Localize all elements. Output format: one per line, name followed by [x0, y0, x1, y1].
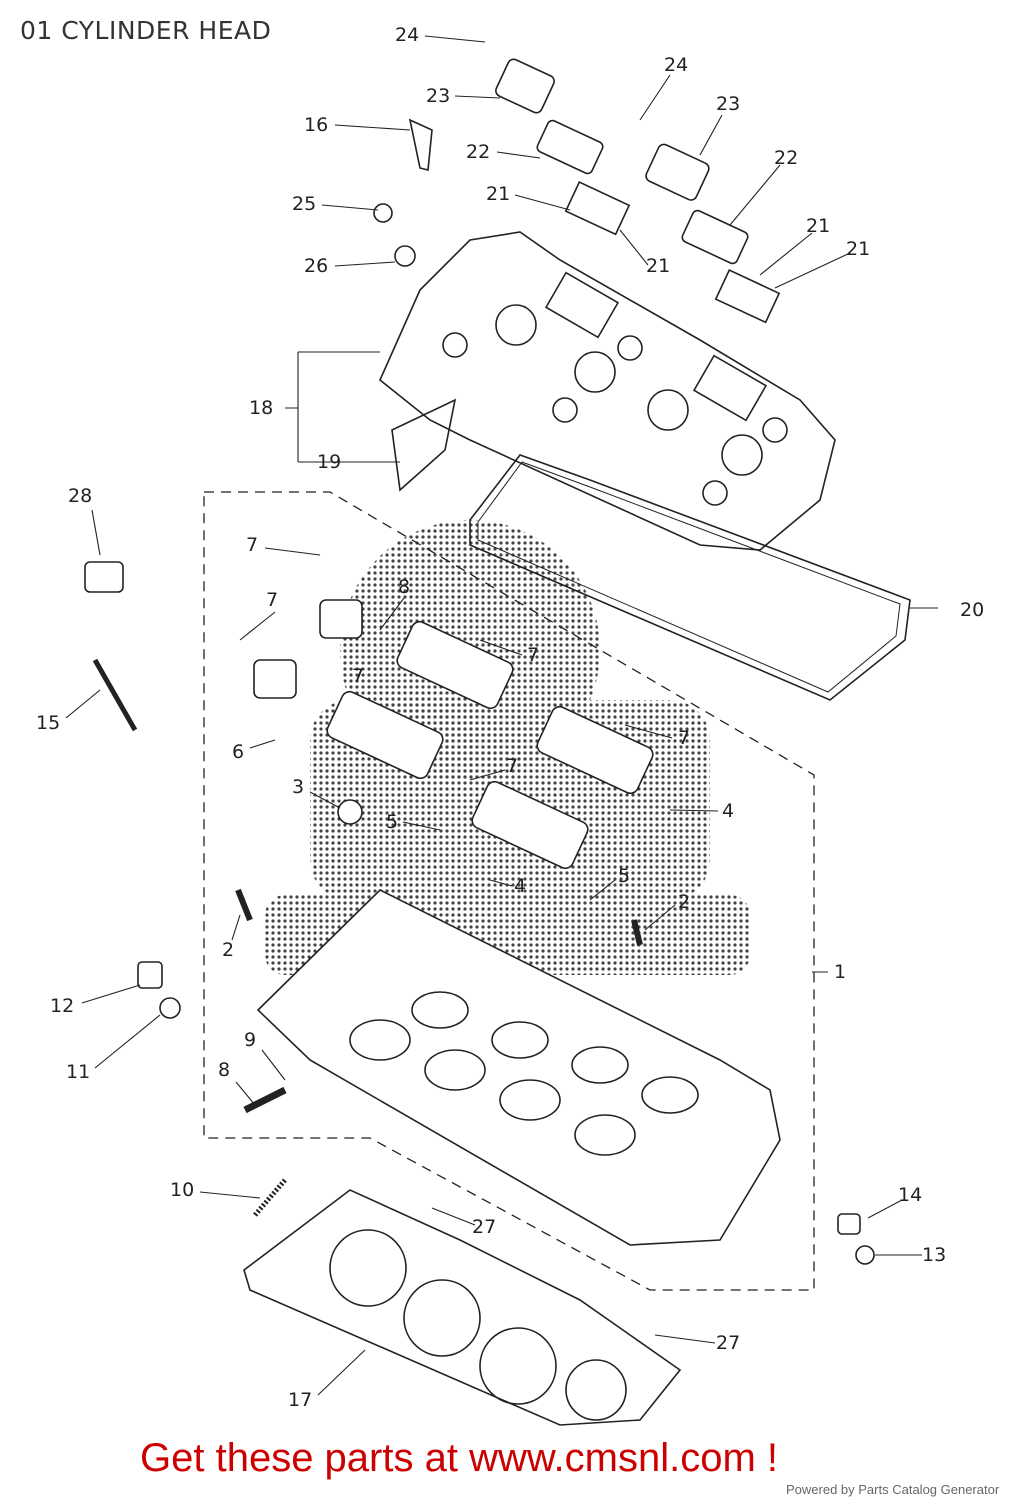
- valve-cover-gasket-inner: [477, 461, 901, 693]
- callout-8: 8: [398, 576, 411, 598]
- callout-24: 24: [395, 24, 420, 46]
- callout-11: 11: [66, 1061, 91, 1083]
- callout-5: 5: [386, 811, 399, 833]
- callout-26: 26: [304, 255, 329, 277]
- callout-4: 4: [514, 875, 527, 897]
- callout-13: 13: [922, 1244, 947, 1266]
- callout-12: 12: [50, 995, 75, 1017]
- valve-cover-gasket: [469, 454, 911, 701]
- callout-7: 7: [266, 589, 279, 611]
- cmsnl-link[interactable]: Get these parts at www.cmsnl.com !: [140, 1436, 778, 1480]
- callout-21: 21: [806, 215, 831, 237]
- callout-27: 27: [716, 1332, 741, 1354]
- callout-7: 7: [527, 644, 540, 666]
- powered-by-text: Powered by Parts Catalog Generator: [786, 1482, 1000, 1497]
- callout-7: 7: [506, 755, 519, 777]
- callout-21: 21: [486, 183, 511, 205]
- callout-7: 7: [678, 727, 691, 749]
- head-gasket: [243, 1189, 682, 1426]
- callout-25: 25: [292, 193, 317, 215]
- callout-2: 2: [222, 939, 235, 961]
- callout-10: 10: [170, 1179, 195, 1201]
- misc-parts: [84, 561, 875, 1265]
- callout-22: 22: [466, 141, 491, 163]
- callout-28: 28: [68, 485, 93, 507]
- callout-1: 1: [834, 961, 847, 983]
- callout-14: 14: [898, 1184, 923, 1206]
- callout-21: 21: [646, 255, 671, 277]
- callout-18: 18: [249, 397, 274, 419]
- callout-2: 2: [678, 891, 691, 913]
- callout-7: 7: [246, 534, 259, 556]
- camshaft-caps: [253, 599, 654, 870]
- callout-23: 23: [716, 93, 741, 115]
- callout-7: 7: [352, 665, 365, 687]
- callout-6: 6: [232, 741, 245, 763]
- cylinder-head: [256, 889, 781, 1246]
- callout-16: 16: [304, 114, 329, 136]
- callout-20: 20: [960, 599, 985, 621]
- callout-5: 5: [618, 865, 631, 887]
- callout-19: 19: [317, 451, 342, 473]
- callout-27: 27: [472, 1216, 497, 1238]
- valve-cover: [379, 231, 836, 551]
- callout-8: 8: [218, 1059, 231, 1081]
- leader-lines: [65, 35, 938, 1396]
- callout-21: 21: [846, 238, 871, 260]
- callout-3: 3: [292, 776, 305, 798]
- callout-9: 9: [244, 1029, 257, 1051]
- callout-23: 23: [426, 85, 451, 107]
- callout-17: 17: [288, 1389, 313, 1411]
- callout-24: 24: [664, 54, 689, 76]
- callout-22: 22: [774, 147, 799, 169]
- callout-4: 4: [722, 800, 735, 822]
- diagram-title: 01 CYLINDER HEAD: [20, 16, 272, 45]
- assembly-boundary: [203, 491, 815, 1291]
- callout-15: 15: [36, 712, 61, 734]
- breather-covers: [373, 58, 781, 492]
